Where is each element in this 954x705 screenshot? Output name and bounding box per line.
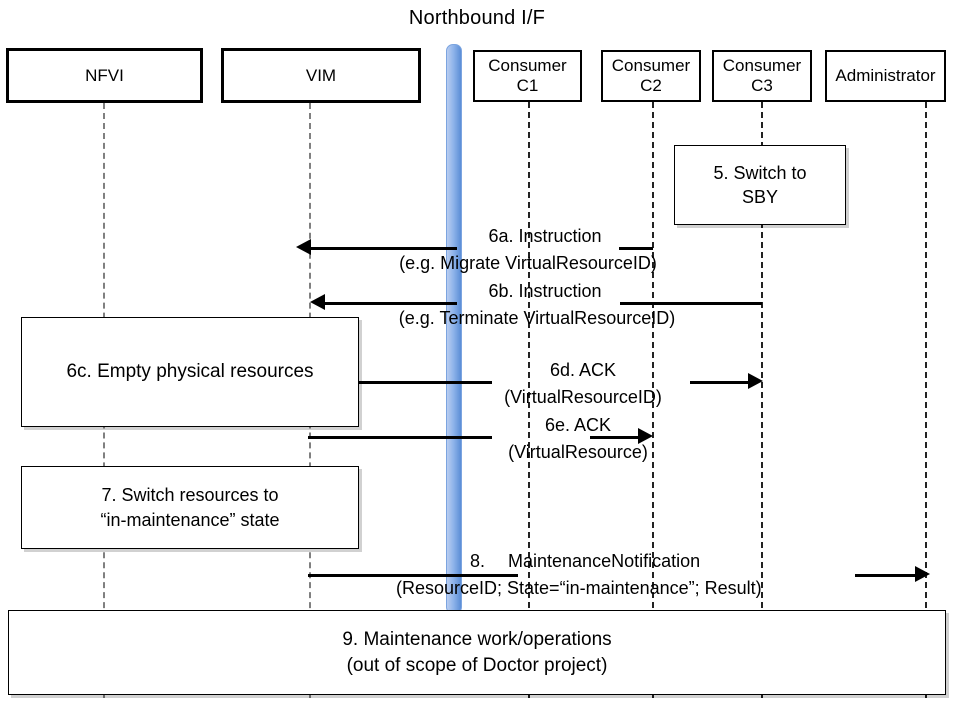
actor-box-vim[interactable]: VIM xyxy=(221,48,421,103)
message-line-6b-a xyxy=(324,302,457,305)
note-step-9-text: 9. Maintenance work/operations (out of s… xyxy=(342,628,612,676)
message-label-6d-line1: 6d. ACK xyxy=(549,360,617,380)
message-line-6a-b xyxy=(619,247,653,250)
message-line-6b-b xyxy=(620,302,762,305)
message-line-8-a xyxy=(308,574,518,577)
actor-box-administrator[interactable]: Administrator xyxy=(825,50,946,102)
message-label-6e-line1: 6e. ACK xyxy=(544,415,612,435)
lifeline-c1 xyxy=(528,102,530,698)
note-step-7: 7. Switch resources to “in-maintenance” … xyxy=(21,466,359,549)
message-label-8-line1: 8. MaintenanceNotification xyxy=(470,551,701,571)
message-label-6b-line2: (e.g. Terminate VirtualResourceID) xyxy=(398,308,676,328)
note-step-6c: 6c. Empty physical resources xyxy=(21,317,359,427)
message-line-6a-a xyxy=(310,247,457,250)
actor-label-nfvi: NFVI xyxy=(85,65,124,85)
arrowhead-8 xyxy=(915,566,930,582)
note-step-5-text: 5. Switch to SBY xyxy=(713,162,807,207)
message-line-6e-b xyxy=(590,436,638,439)
message-label-6a-line2: (e.g. Migrate VirtualResourceID) xyxy=(399,253,657,273)
message-label-6e-line2: (VirtualResource) xyxy=(508,442,648,462)
arrowhead-6b xyxy=(310,294,325,310)
note-step-5: 5. Switch to SBY xyxy=(674,145,846,225)
note-step-6c-text: 6c. Empty physical resources xyxy=(66,361,314,383)
message-line-8-b xyxy=(855,574,915,577)
arrowhead-6d xyxy=(748,373,763,389)
message-label-6b-line1: 6b. Instruction xyxy=(488,281,602,301)
lifeline-c3 xyxy=(761,102,763,698)
diagram-title: Northbound I/F xyxy=(408,7,546,29)
actor-label-consumer-c2: Consumer C2 xyxy=(611,56,691,95)
actor-box-consumer-c2[interactable]: Consumer C2 xyxy=(601,50,701,102)
actor-box-consumer-c1[interactable]: Consumer C1 xyxy=(473,50,582,102)
lifeline-admin xyxy=(925,102,927,698)
arrowhead-6e xyxy=(638,428,653,444)
arrowhead-6a xyxy=(296,239,311,255)
message-line-6d-a xyxy=(359,381,492,384)
message-line-6d-b xyxy=(690,381,748,384)
message-label-6a-line1: 6a. Instruction xyxy=(488,226,602,246)
lifeline-c2 xyxy=(652,102,654,698)
message-label-6d-line2: (VirtualResourceID) xyxy=(504,387,662,407)
message-label-8-line2: (ResourceID; State=“in-maintenance”; Res… xyxy=(396,578,762,598)
actor-box-nfvi[interactable]: NFVI xyxy=(6,48,203,103)
actor-label-consumer-c3: Consumer C3 xyxy=(722,56,802,95)
note-step-9: 9. Maintenance work/operations (out of s… xyxy=(8,610,946,695)
actor-label-consumer-c1: Consumer C1 xyxy=(488,56,567,95)
message-line-6e-a xyxy=(308,436,492,439)
actor-label-administrator: Administrator xyxy=(835,66,936,86)
actor-box-consumer-c3[interactable]: Consumer C3 xyxy=(712,50,812,102)
note-step-7-text: 7. Switch resources to “in-maintenance” … xyxy=(100,485,280,530)
actor-label-vim: VIM xyxy=(305,65,337,85)
